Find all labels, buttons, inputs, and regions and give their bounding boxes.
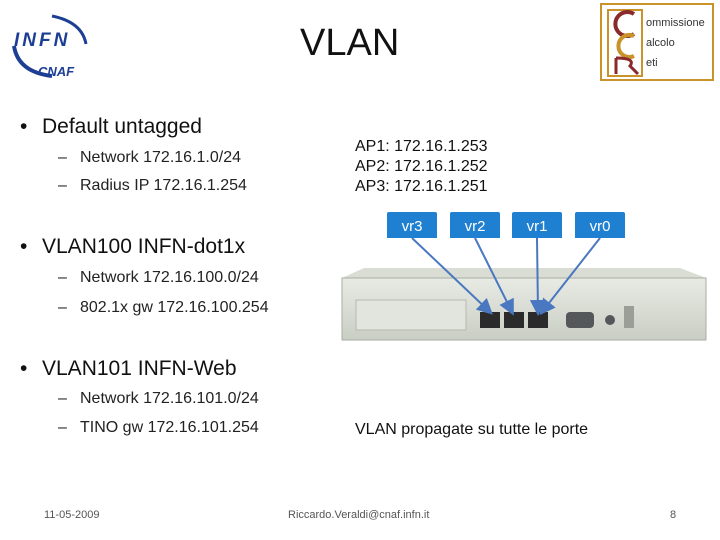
page-number: 8 [670,509,677,521]
sub-bullet: –Network 172.16.1.0/24 [58,149,241,166]
infn-logo-text: INFN [14,30,71,51]
sub-bullet: –Network 172.16.100.0/24 [58,269,259,286]
bullet-vlan100: •VLAN100 INFN-dot1x [20,235,246,258]
ap-address-list: AP1: 172.16.1.253 AP2: 172.16.1.252 AP3:… [355,137,488,197]
infn-cnaf-logo: INFN CNAF [8,10,93,80]
slide-title: VLAN [300,22,400,64]
bullet-label: VLAN101 INFN-Web [42,357,237,380]
ccr-logo: ommissione alcolo eti [600,3,714,81]
network-device-illustration [320,238,720,378]
sub-bullet-text: TINO gw 172.16.101.254 [80,419,259,436]
bullet-default-untagged: •Default untagged [20,115,202,138]
sub-bullet: –802.1x gw 172.16.100.254 [58,299,269,316]
sub-bullet-text: Network 172.16.101.0/24 [80,390,259,407]
infn-logo-graphic [12,14,88,78]
sub-bullet: –TINO gw 172.16.101.254 [58,419,259,436]
bullet-label: Default untagged [42,115,202,138]
serial-port [566,312,594,328]
ap-address: AP1: 172.16.1.253 [355,138,488,155]
sub-bullet-text: Network 172.16.100.0/24 [80,269,259,286]
cnaf-logo-text: CNAF [38,64,75,79]
bullet-label: VLAN100 INFN-dot1x [42,235,246,258]
ccr-line-2: alcolo [646,37,675,49]
vr0-box: vr0 [575,212,625,242]
vr1-arrow [529,238,546,316]
vr2-arrow [474,238,514,316]
ethernet-port [480,312,500,328]
ethernet-port [504,312,524,328]
ccr-line-1: ommissione [646,17,705,29]
vr3-box: vr3 [387,212,437,242]
sub-bullet-text: Network 172.16.1.0/24 [80,149,241,166]
vr3-arrow [411,238,493,315]
device-panel-inset [355,299,467,331]
footer-email: Riccardo.Veraldi@cnaf.infn.it [288,509,430,521]
sub-bullet-text: Radius IP 172.16.1.254 [80,177,247,194]
sub-bullet: –Network 172.16.101.0/24 [58,390,259,407]
sub-bullet: –Radius IP 172.16.1.254 [58,177,247,194]
device-switch [624,306,634,328]
bullet-vlan101: •VLAN101 INFN-Web [20,357,237,380]
footer-date: 11-05-2009 [44,509,100,521]
vr1-box: vr1 [512,212,562,242]
sub-bullet-text: 802.1x gw 172.16.100.254 [80,299,269,316]
ap-address: AP2: 172.16.1.252 [355,158,488,175]
vlan-note: VLAN propagate su tutte le porte [355,421,589,438]
device-top-face [342,268,706,278]
ccr-logo-graphic [607,9,643,77]
ccr-line-3: eti [646,57,658,69]
vr0-arrow [539,238,601,316]
ap-address: AP3: 172.16.1.251 [355,178,488,195]
power-jack [605,315,615,325]
ethernet-port [528,312,548,328]
vr2-box: vr2 [450,212,500,242]
